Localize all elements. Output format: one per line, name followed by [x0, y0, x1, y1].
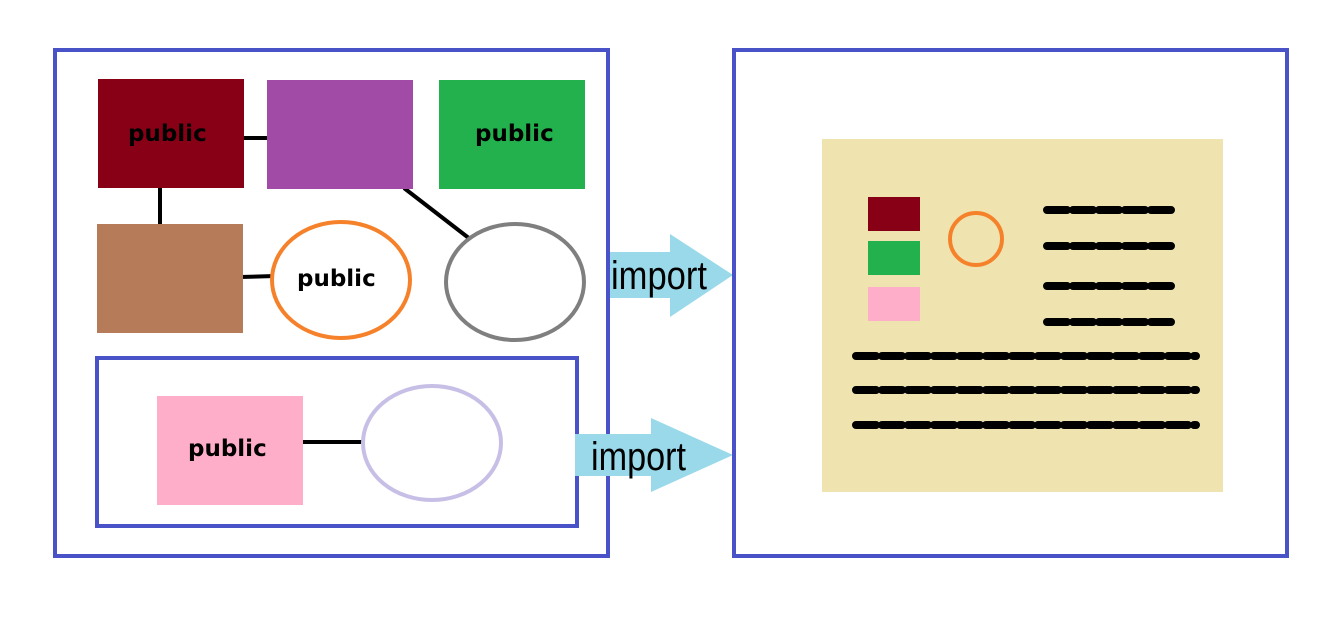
- orange-ellipse-label: public: [297, 266, 376, 292]
- pink-box: [157, 396, 303, 505]
- orange-ellipse: [270, 220, 412, 340]
- dark-red-swatch: [868, 197, 920, 231]
- import-arrow-2: [575, 418, 733, 492]
- import-arrow-1-label: import: [611, 254, 707, 298]
- pink-swatch: [868, 287, 920, 321]
- orange-circle: [948, 211, 1004, 267]
- gray-ellipse: [444, 222, 586, 342]
- import-arrow-1: [610, 234, 733, 317]
- green-box-label: public: [475, 121, 554, 147]
- dark-red-box: [98, 79, 244, 188]
- lavender-ellipse: [361, 384, 503, 502]
- pink-box-label: public: [188, 436, 267, 462]
- connector-purple-gray: [402, 186, 472, 241]
- brown-box: [97, 224, 243, 333]
- import-arrow-2-label: import: [591, 435, 686, 479]
- green-box: [439, 80, 585, 189]
- purple-box: [267, 80, 413, 189]
- connector-brown-orange: [239, 274, 276, 279]
- dark-red-box-label: public: [128, 121, 207, 147]
- green-swatch: [868, 241, 920, 275]
